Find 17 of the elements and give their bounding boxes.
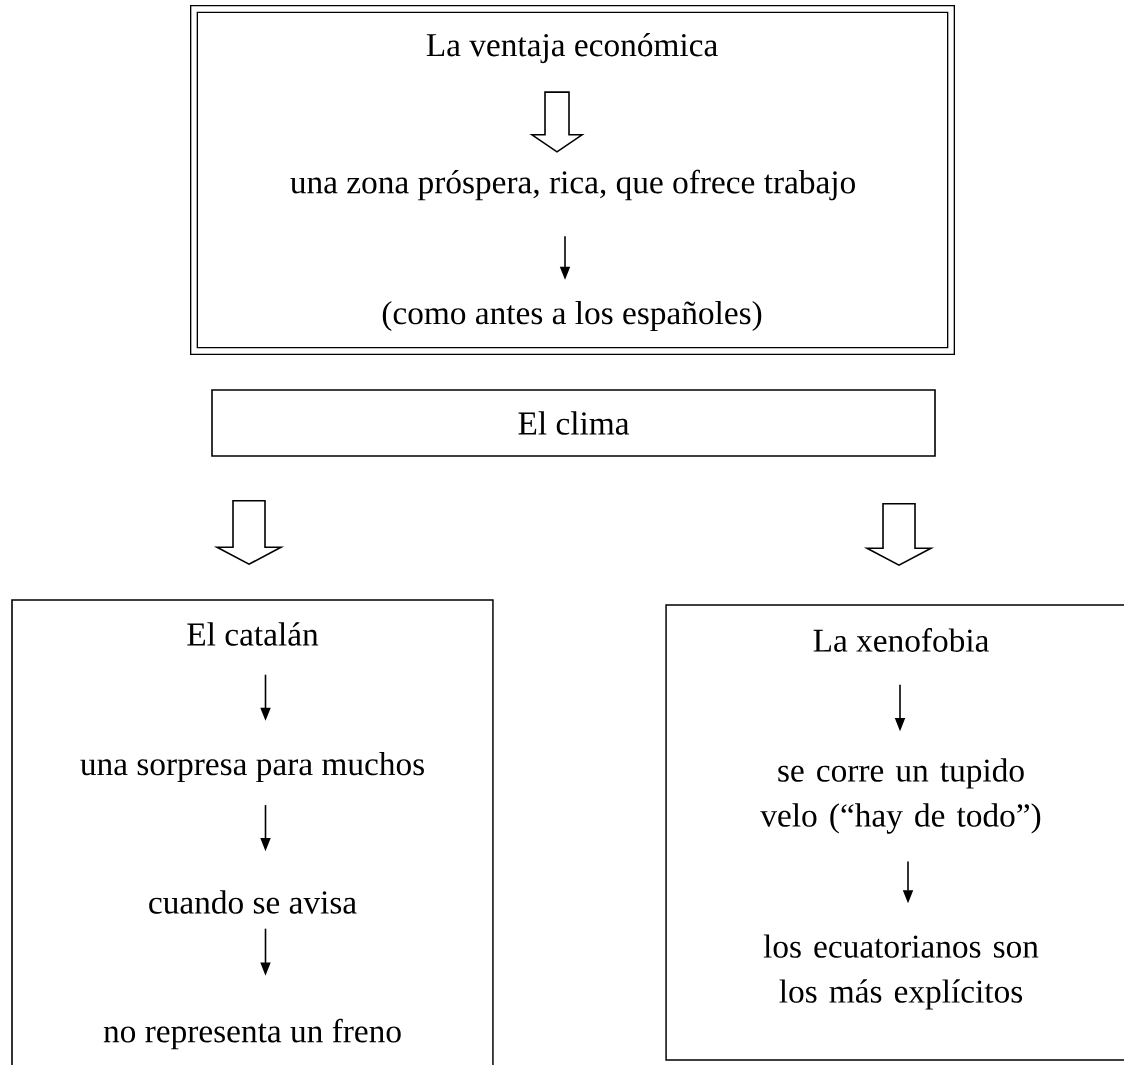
- step-text: una zona próspera, rica, que ofrece trabajo: [290, 169, 855, 201]
- step-text: no representa un freno: [103, 1018, 401, 1050]
- step-text: cuando se avisa: [149, 890, 357, 914]
- step-text: una sorpresa para muchos: [80, 751, 424, 783]
- label-box: El clima: [211, 389, 936, 457]
- step-text: La ventaja económica: [426, 32, 718, 64]
- double-frame-box: [190, 5, 955, 355]
- block-arrow: [213, 500, 285, 566]
- step-text: El catalán: [187, 622, 319, 646]
- step-text: La xenofobia: [813, 628, 989, 652]
- block-arrow: [863, 503, 935, 567]
- frame-box: [11, 599, 494, 1065]
- step-text: los ecuatorianos son los más explícitos: [763, 934, 1039, 1010]
- frame-box: [665, 604, 1124, 1061]
- step-text: (como antes a los españoles): [382, 300, 762, 332]
- block-arrow: [529, 91, 585, 153]
- step-text: se corre un tupido velo (“hay de todo”): [760, 758, 1041, 834]
